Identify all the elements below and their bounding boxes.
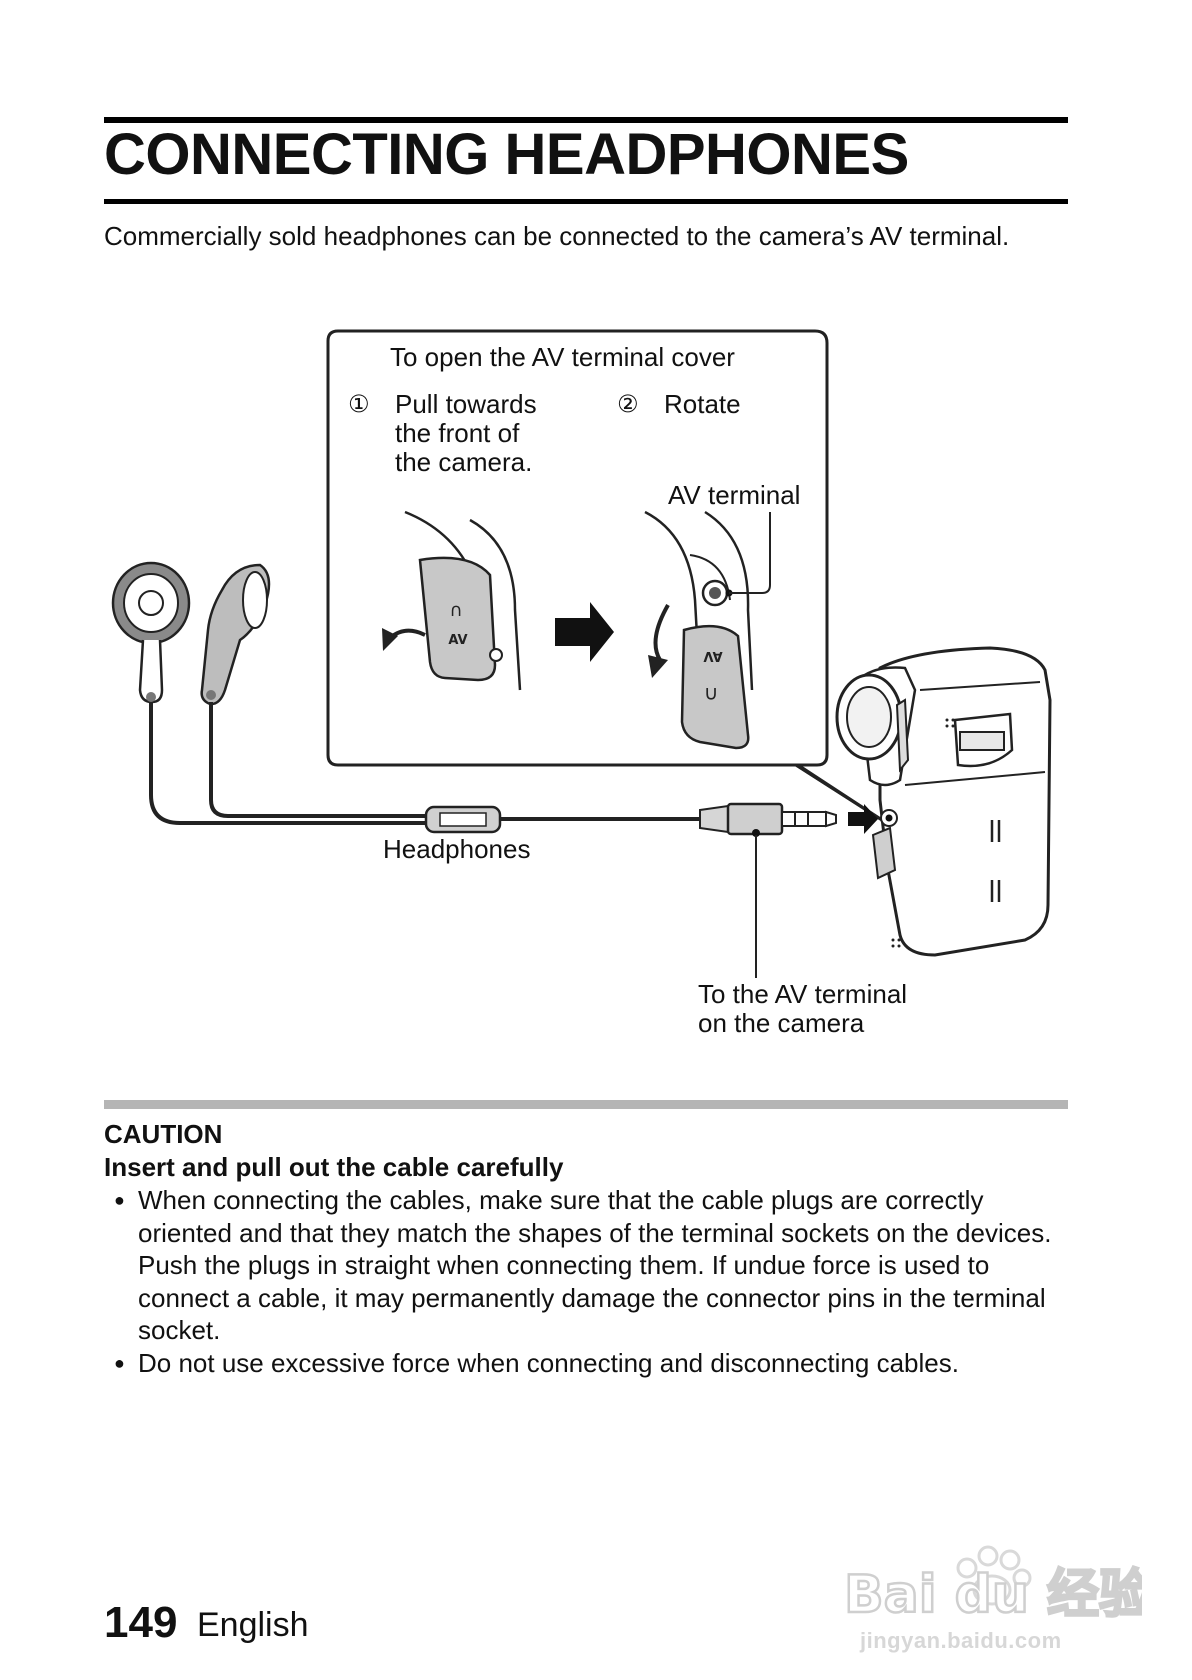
page-number: 149: [104, 1598, 178, 1647]
next-step-arrow-icon: [555, 602, 614, 662]
headphone-cable: [149, 702, 432, 825]
insert-arrow-icon: [848, 804, 878, 834]
title-top-rule: [104, 117, 1068, 123]
caution-bullet-text: When connecting the cables, make sure th…: [138, 1185, 1052, 1345]
baidu-watermark-logo: Bai du 经验: [843, 1545, 1142, 1626]
watermark-url: jingyan.baidu.com: [860, 1628, 1062, 1653]
headphones-label: Headphones: [383, 834, 531, 864]
bullet-icon: ●: [114, 1352, 125, 1373]
step1-number: ①: [348, 390, 370, 418]
step2-text: Rotate: [664, 389, 741, 419]
list-item: ● When connecting the cables, make sure t…: [104, 1184, 1084, 1347]
svg-text:Bai du 经验: Bai du 经验: [844, 1565, 1142, 1625]
caution-bullet-text: Do not use excessive force when connecti…: [138, 1347, 959, 1378]
page-language: English: [197, 1606, 309, 1644]
stereo-plug: [699, 802, 837, 837]
step1-text: Pull towards the front of the camera.: [395, 389, 537, 477]
caution-list: ● When connecting the cables, make sure t…: [104, 1184, 1084, 1379]
connection-label: To the AV terminal on the camera: [698, 979, 908, 1038]
camera-illustration: [835, 646, 1052, 957]
av-terminal-label: AV terminal: [668, 480, 801, 510]
av-cover-open: [680, 624, 750, 750]
page-title: CONNECTING HEADPHONES: [104, 122, 909, 187]
caution-subheading: Insert and pull out the cable carefully: [104, 1152, 564, 1182]
step1-illustration: ∩ AV: [382, 510, 522, 691]
svg-text:∩: ∩: [449, 600, 462, 621]
caution-divider: [104, 1100, 1068, 1109]
bullet-icon: ●: [114, 1190, 125, 1210]
step2-number: ②: [617, 390, 639, 418]
caution-heading: CAUTION: [104, 1119, 223, 1149]
title-bottom-rule: [104, 199, 1068, 204]
av-cover-closed: [418, 556, 497, 682]
rotate-arrow-icon: [653, 604, 670, 662]
list-item: ● Do not use excessive force when connect…: [104, 1347, 1084, 1380]
svg-text:∩: ∩: [704, 683, 719, 707]
step2-illustration: AV ∩: [644, 510, 771, 750]
callout-heading: To open the AV terminal cover: [390, 342, 735, 372]
svg-text:AV: AV: [703, 648, 722, 663]
headphone-connection-diagram: ∩ AV AV ∩: [111, 329, 1052, 978]
av-cover-closed-mark: AV: [448, 633, 467, 648]
earbuds-illustration: [111, 561, 271, 706]
intro-paragraph: Commercially sold headphones can be conn…: [104, 221, 1010, 251]
